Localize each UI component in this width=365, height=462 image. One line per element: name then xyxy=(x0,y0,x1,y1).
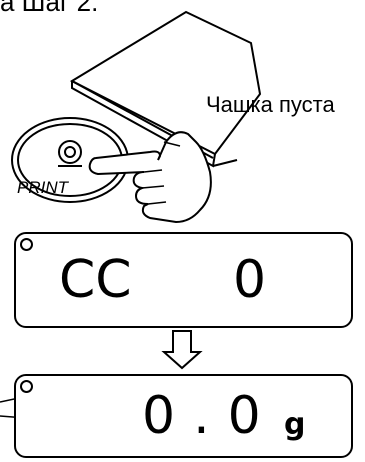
display-value-text: 0.0 xyxy=(142,386,279,446)
display-value-text: 0 xyxy=(233,250,267,310)
display-mode-text: CC xyxy=(59,250,132,310)
step-title: а Шаг 2. xyxy=(0,0,99,17)
stable-indicator xyxy=(20,238,33,251)
display-unit: g xyxy=(284,407,306,442)
print-button[interactable] xyxy=(11,117,129,203)
stable-indicator xyxy=(20,380,33,393)
print-button-label[interactable]: PRINT xyxy=(17,178,68,197)
display-before: CC 0 xyxy=(14,232,353,328)
tare-icon xyxy=(58,140,82,167)
pan-empty-label: Чашка пуста xyxy=(206,92,335,117)
down-arrow-icon xyxy=(161,330,203,370)
display-after: 0.0 g xyxy=(14,374,353,458)
pressing-hand-icon xyxy=(88,131,212,224)
